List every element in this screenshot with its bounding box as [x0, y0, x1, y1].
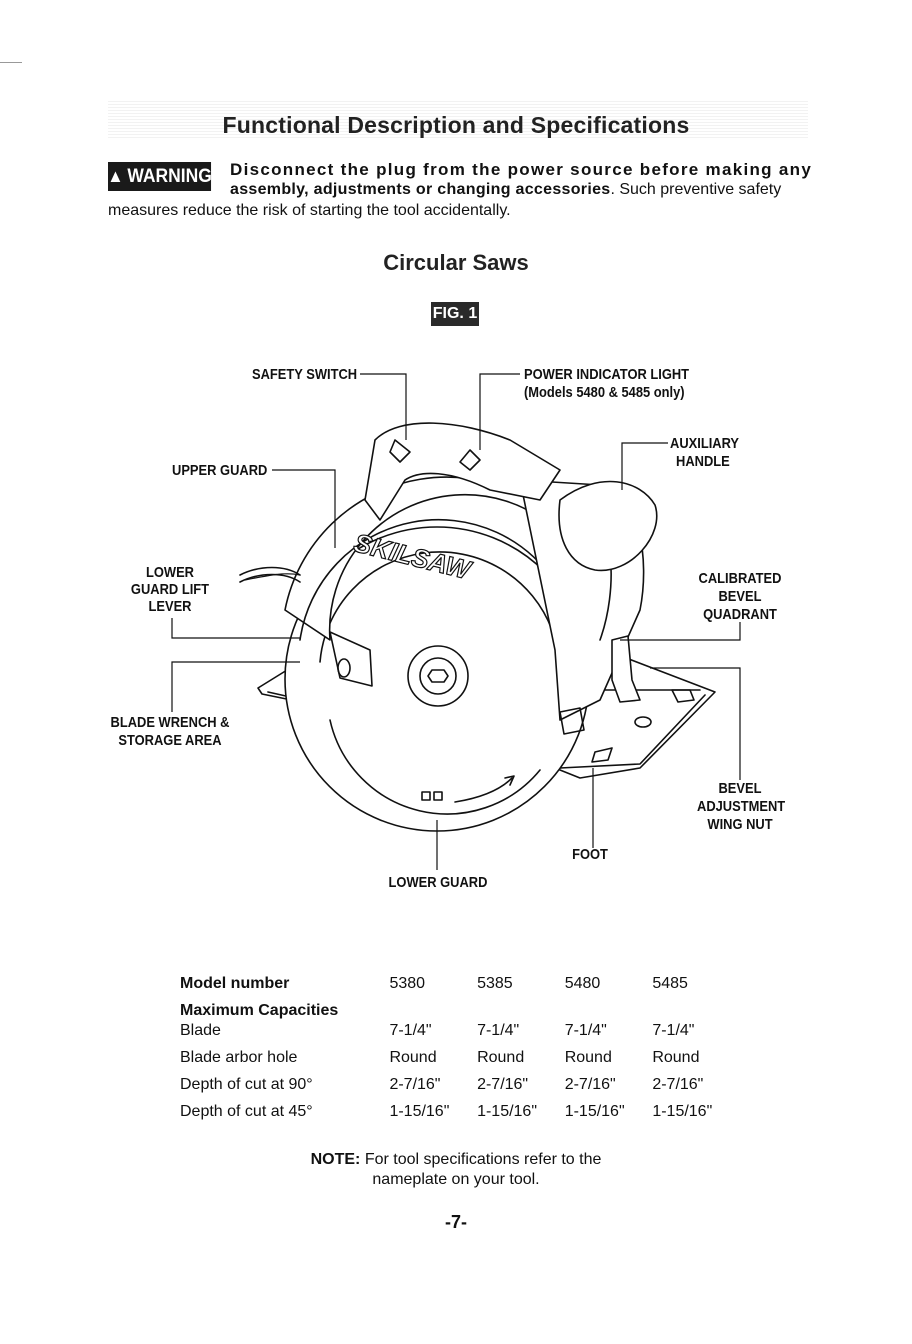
row-label: Depth of cut at 90° [180, 1075, 313, 1093]
row-value: 2-7/16" [389, 1075, 441, 1093]
blade-hub-shape [407, 645, 469, 707]
label-safety-switch: SAFETY SWITCH [252, 366, 358, 383]
page-number: -7- [445, 1212, 467, 1232]
warning-badge-label: WARNING [127, 165, 212, 187]
note-line1: NOTE: For tool specifications refer to t… [0, 1150, 912, 1170]
row-value: 7-1/4" [564, 1022, 607, 1039]
row-label: Blade [180, 1022, 221, 1039]
specifications-table: Model number 5380 5385 5480 5485 Maximum… [180, 972, 740, 1125]
label-lower-guard-lift-3: LEVER [148, 598, 192, 615]
label-blade-wrench-1: BLADE WRENCH & [110, 714, 230, 731]
label-calibrated-bevel-2: BEVEL [718, 588, 762, 605]
page-title: Functional Description and Specification… [222, 112, 690, 138]
label-bevel-wing-nut-2: ADJUSTMENT [697, 798, 786, 815]
main-handle-shape [364, 422, 561, 521]
note-block: NOTE: For tool specifications refer to t… [0, 1150, 912, 1190]
label-power-indicator-light: POWER INDICATOR LIGHT [524, 366, 690, 383]
figure-label: FIG. 1 [431, 302, 479, 326]
title-band [108, 100, 808, 138]
label-calibrated-bevel-1: CALIBRATED [698, 570, 782, 587]
circular-saw-illustration: SKILSAW [171, 373, 741, 870]
label-foot: FOOT [572, 846, 608, 863]
row-value: 7-1/4" [652, 1022, 695, 1039]
max-capacities-label: Maximum Capacities [180, 1002, 339, 1019]
table-header-row: Model number 5380 5385 5480 5485 [180, 972, 740, 996]
row-value: 2-7/16" [652, 1075, 704, 1093]
label-calibrated-bevel-3: QUADRANT [703, 606, 777, 623]
label-upper-guard: UPPER GUARD [172, 462, 268, 479]
label-auxiliary-handle-1: AUXILIARY [670, 435, 740, 452]
label-lower-guard-lift-2: GUARD LIFT [130, 581, 210, 598]
row-value: 7-1/4" [389, 1022, 432, 1039]
table-row: Blade 7-1/4" 7-1/4" 7-1/4" 7-1/4" [180, 1022, 740, 1044]
row-value: 1-15/16" [564, 1102, 625, 1120]
aux-handle-shape [558, 480, 658, 572]
label-power-indicator-models: (Models 5480 & 5485 only) [524, 384, 685, 401]
label-lower-guard-lift-1: LOWER [145, 564, 194, 581]
model-cell: 5485 [652, 975, 688, 992]
row-value: Round [389, 1048, 437, 1066]
row-value: 1-15/16" [389, 1102, 450, 1120]
warning-text-line2-rest: . Such preventive safety [610, 181, 782, 198]
label-auxiliary-handle-2: HANDLE [676, 453, 730, 470]
label-bevel-wing-nut-1: BEVEL [718, 780, 762, 797]
row-value: 2-7/16" [477, 1075, 529, 1093]
row-label: Depth of cut at 45° [180, 1102, 313, 1120]
warning-text-line1: Disconnect the plug from the power sourc… [230, 160, 813, 179]
warning-text-line2: assembly, adjustments or changing access… [230, 181, 781, 199]
row-value: 1-15/16" [652, 1102, 713, 1120]
row-value: Round [477, 1048, 525, 1066]
saw-diagram: SKILSAW SAFETY SWITCH POWER INDICATOR LI… [0, 330, 912, 910]
warning-text-line3: measures reduce the risk of starting the… [108, 202, 511, 219]
warning-badge: ▲ WARNING [107, 162, 212, 191]
table-row: Depth of cut at 90° 2-7/16" 2-7/16" 2-7/… [180, 1071, 740, 1098]
row-value: 1-15/16" [477, 1102, 538, 1120]
row-value: Round [652, 1048, 700, 1066]
model-cell: 5480 [564, 975, 601, 992]
label-blade-wrench-2: STORAGE AREA [118, 732, 222, 749]
note-text-2: nameplate on your tool. [372, 1171, 540, 1188]
model-number-label: Model number [180, 975, 290, 992]
model-cell: 5380 [389, 975, 426, 992]
warning-triangle-icon: ▲ [107, 166, 124, 186]
row-value: 2-7/16" [564, 1075, 616, 1093]
margin-mark [0, 62, 22, 63]
row-label: Blade arbor hole [180, 1048, 298, 1066]
table-row: Depth of cut at 45° 1-15/16" 1-15/16" 1-… [180, 1098, 740, 1125]
note-label: NOTE: [310, 1151, 361, 1168]
table-section-row: Maximum Capacities [180, 996, 740, 1022]
row-value: Round [564, 1048, 612, 1066]
warning-text-line2-bold: assembly, adjustments or changing access… [230, 181, 611, 198]
label-lower-guard: LOWER GUARD [388, 874, 488, 891]
label-bevel-wing-nut-3: WING NUT [707, 816, 773, 833]
note-text-1: For tool specifications refer to the [360, 1151, 602, 1168]
table-row: Blade arbor hole Round Round Round Round [180, 1044, 740, 1071]
row-value: 7-1/4" [477, 1022, 520, 1039]
model-cell: 5385 [477, 975, 513, 992]
section-title: Circular Saws [383, 250, 529, 275]
